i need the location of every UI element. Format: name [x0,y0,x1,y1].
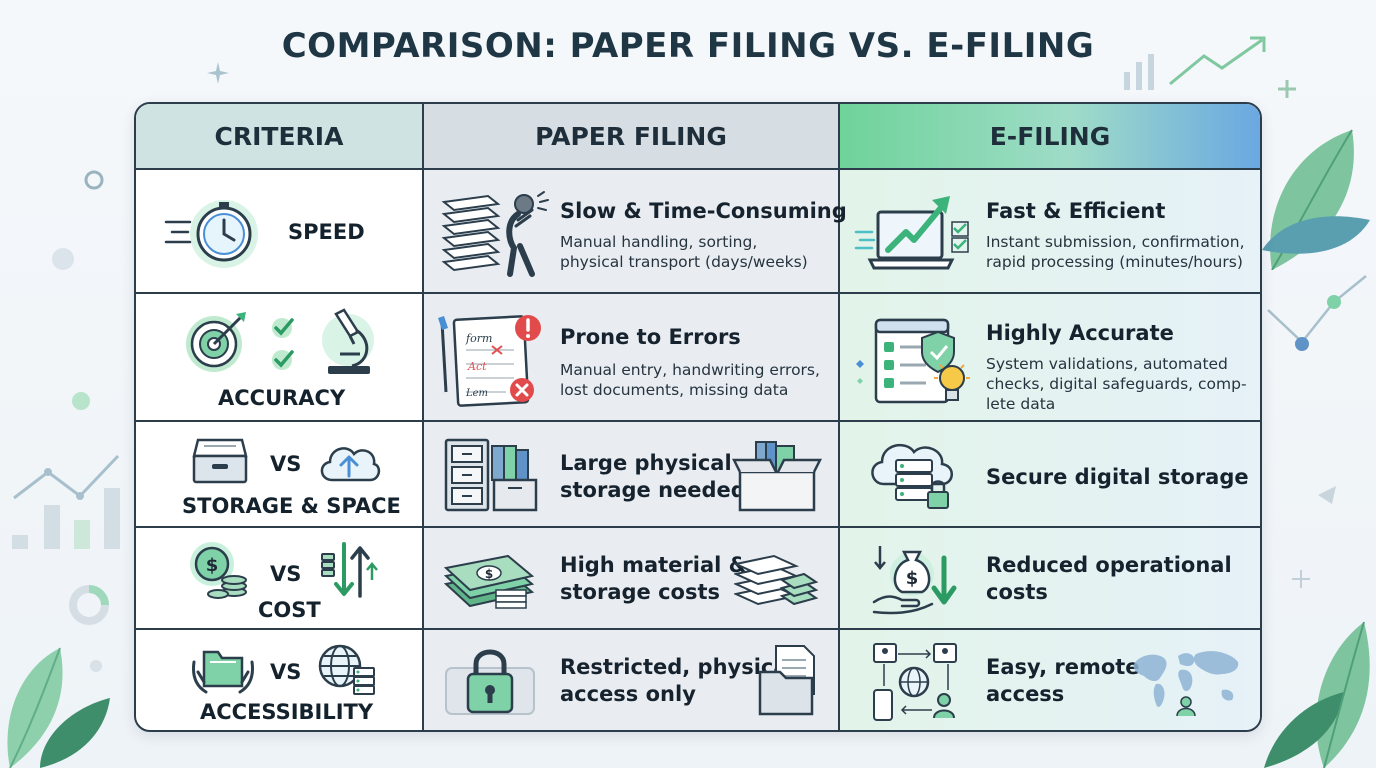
checkmarks-icon [272,318,294,370]
paper-accuracy-title: Prone to Errors [560,325,741,349]
row-cost: $ VS COST $ [136,528,1260,628]
folder-hands-icon [192,650,254,694]
paper-speed-desc-line-2: physical transport (days/weeks) [560,253,808,271]
microscope-icon [322,308,374,374]
row-accuracy: ACCURACY form Act Lem Prone to Errors Ma… [136,294,1260,420]
criteria-label-accessibility: ACCESSIBILITY [200,700,374,724]
row-speed: SPEED Slow & Time-Consuming Manual handl… [136,170,1260,292]
leaf-decoration-icon [1264,621,1370,768]
coins-icon: $ [190,542,247,599]
efiling-accuracy-desc-line-1: System validations, automated [986,355,1228,373]
lightbulb-icon [934,364,970,401]
criteria-vs-storage: VS [270,452,302,476]
dot-decoration-icon [72,392,90,410]
dollar-sign-glyph: $ [906,568,919,589]
column-divider [422,104,424,730]
criteria-vs-accessibility: VS [270,660,302,684]
form-scribble-text: form [465,332,492,345]
paper-accessibility-title-line-2: access only [560,682,696,706]
row-divider [136,420,1260,422]
paper-speed-desc-line-1: Manual handling, sorting, [560,233,758,251]
criteria-label-cost: COST [258,598,321,622]
header-criteria: CRITERIA [136,104,422,168]
row-accessibility: VS ACCESSIBILITY Restricted, physical ac… [136,630,1260,730]
cloud-server-lock-icon [871,443,953,509]
criteria-label-speed: SPEED [288,220,365,244]
paper-bundle-icon [734,554,819,606]
paper-cost-title-line-1: High material & [560,553,747,577]
dollar-sign-glyph: $ [206,555,219,576]
paper-cost-title-line-2: storage costs [560,580,720,604]
efiling-speed-desc-line-1: Instant submission, confirmation, [986,233,1245,251]
target-icon [186,312,246,372]
row-divider [136,168,1260,170]
stressed-person-icon [506,191,549,277]
donut-decoration-icon [69,585,109,625]
paper-column-background [424,104,840,730]
efiling-accuracy-desc-line-2: checks, digital safeguards, comp- [986,375,1247,393]
dot-decoration-icon [90,660,102,672]
paper-stack-icon [441,194,501,272]
efiling-storage-title: Secure digital storage [986,465,1249,489]
row-storage: VS STORAGE & SPACE Large physical storag… [136,422,1260,526]
paper-storage-title-line-1: Large physical [560,451,732,475]
efiling-accessibility-title-line-2: access [986,682,1065,706]
efiling-speed-title: Fast & Efficient [986,199,1166,223]
dot-decoration-icon [52,248,74,270]
column-divider [838,104,840,730]
criteria-vs-cost: VS [270,562,302,586]
transfer-arrows-icon [321,542,378,598]
document-folder-icon [758,645,815,716]
dollar-sign-glyph: $ [485,567,493,581]
form-scribble-text: Lem [465,388,488,399]
line-chart-decoration-icon [1267,275,1367,351]
cloud-upload-icon [320,447,381,482]
paper-accuracy-desc-line-2: lost documents, missing data [560,381,789,399]
plus-decoration-icon [1292,570,1310,588]
bar-chart-decoration-icon [12,454,120,549]
efiling-accuracy-title: Highly Accurate [986,321,1174,345]
paper-accuracy-desc-line-1: Manual entry, handwriting errors, [560,361,820,379]
criteria-label-accuracy: ACCURACY [218,386,346,410]
row-divider [136,628,1260,630]
padlock-icon [445,649,535,715]
archive-box-icon [732,441,823,512]
header-efiling: E-FILING [840,104,1260,168]
globe-server-icon [318,644,375,695]
header-paper-filing: PAPER FILING [424,104,838,168]
efiling-cost-title-line-2: costs [986,580,1048,604]
filing-cabinet-icon [444,438,538,512]
efiling-accessibility-title-line-1: Easy, remote [986,655,1140,679]
paper-storage-title-line-2: storage needed [560,478,746,502]
ring-decoration-icon [84,170,104,190]
efiling-accuracy-desc-line-3: lete data [986,395,1056,413]
paper-speed-title: Slow & Time-Consuming [560,199,847,223]
plus-decoration-icon [1278,80,1296,98]
form-error-text: Act [467,360,487,373]
comparison-table: CRITERIA PAPER FILING E-FILING SPEED [134,102,1262,732]
efiling-cost-title-line-1: Reduced operational [986,553,1232,577]
world-map-icon [1133,651,1239,717]
error-form-icon: form Act Lem [438,315,541,407]
checklist-shield-icon [856,318,955,404]
stopwatch-icon [164,200,258,268]
row-divider [136,526,1260,528]
paper-accessibility-title-line-1: Restricted, physical [560,655,795,679]
money-bag-down-icon: $ [872,546,957,615]
network-users-icon [873,643,957,721]
efiling-speed-desc-line-2: rapid processing (minutes/hours) [986,253,1243,271]
row-divider [136,292,1260,294]
criteria-label-storage: STORAGE & SPACE [182,494,401,518]
file-drawer-icon [192,438,248,484]
page-title: COMPARISON: PAPER FILING VS. E-FILING [281,26,1095,66]
leaf-decoration-icon [7,647,110,768]
triangle-decoration-icon [1318,486,1336,504]
laptop-growth-icon [854,196,969,270]
efiling-column-background [840,104,1260,730]
cash-stack-icon: $ [443,554,535,609]
leaf-decoration-icon [1262,129,1370,270]
